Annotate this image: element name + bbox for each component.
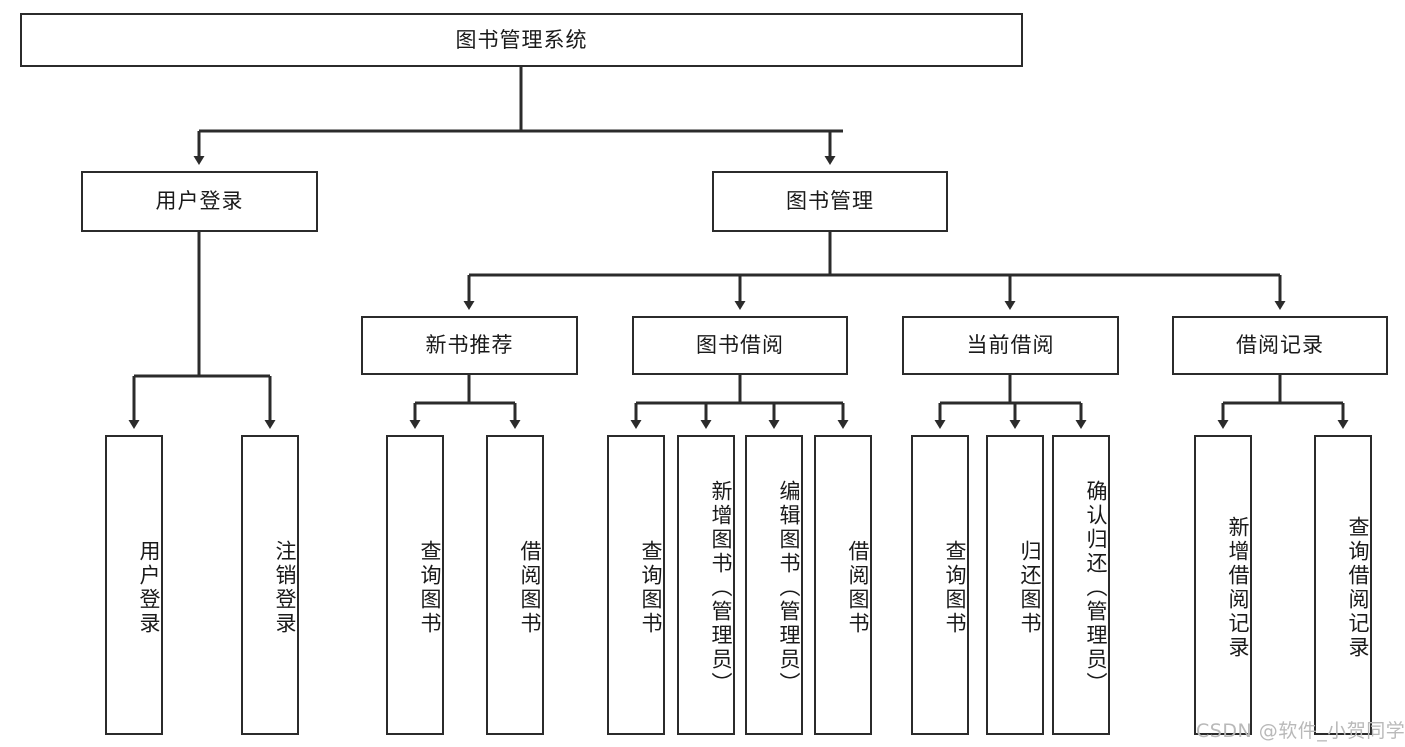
node-leaf-confirm-return[interactable]: 确认归还（管理员） <box>1052 435 1110 735</box>
node-leaf-borrow-book-recommend[interactable]: 借阅图书 <box>486 435 544 735</box>
node-borrow-record[interactable]: 借阅记录 <box>1172 316 1388 375</box>
node-root[interactable]: 图书管理系统 <box>20 13 1023 67</box>
node-leaf-add-book[interactable]: 新增图书（管理员） <box>677 435 735 735</box>
node-leaf-query-book-recommend[interactable]: 查询图书 <box>386 435 444 735</box>
node-leaf-user-login[interactable]: 用户登录 <box>105 435 163 735</box>
node-leaf-return-book[interactable]: 归还图书 <box>986 435 1044 735</box>
node-leaf-query-borrow-record-label: 查询借阅记录 <box>1346 516 1370 660</box>
node-new-book-recommend[interactable]: 新书推荐 <box>361 316 578 375</box>
node-leaf-edit-book-label: 编辑图书（管理员） <box>777 480 801 696</box>
node-leaf-add-borrow-record-label: 新增借阅记录 <box>1226 516 1250 660</box>
node-leaf-logout[interactable]: 注销登录 <box>241 435 299 735</box>
node-leaf-confirm-return-label: 确认归还（管理员） <box>1084 480 1108 696</box>
node-book-borrow-label: 图书借阅 <box>696 333 784 358</box>
node-leaf-query-borrow-record[interactable]: 查询借阅记录 <box>1314 435 1372 735</box>
node-leaf-add-borrow-record[interactable]: 新增借阅记录 <box>1194 435 1252 735</box>
node-leaf-query-book-current-label: 查询图书 <box>943 540 967 636</box>
node-new-book-recommend-label: 新书推荐 <box>425 333 514 358</box>
node-leaf-user-login-label: 用户登录 <box>137 540 161 636</box>
node-leaf-borrow-book-recommend-label: 借阅图书 <box>518 540 542 636</box>
node-book-management-label: 图书管理 <box>786 189 874 214</box>
node-borrow-record-label: 借阅记录 <box>1236 333 1324 358</box>
node-user-login[interactable]: 用户登录 <box>81 171 318 232</box>
node-leaf-borrow-book-label: 借阅图书 <box>846 540 870 636</box>
node-leaf-borrow-book[interactable]: 借阅图书 <box>814 435 872 735</box>
node-book-borrow[interactable]: 图书借阅 <box>632 316 848 375</box>
node-leaf-query-book-borrow[interactable]: 查询图书 <box>607 435 665 735</box>
node-leaf-query-book-current[interactable]: 查询图书 <box>911 435 969 735</box>
node-leaf-query-book-recommend-label: 查询图书 <box>418 540 442 636</box>
node-current-borrow-label: 当前借阅 <box>966 333 1055 358</box>
node-current-borrow[interactable]: 当前借阅 <box>902 316 1119 375</box>
node-leaf-return-book-label: 归还图书 <box>1018 540 1042 636</box>
node-root-label: 图书管理系统 <box>455 27 588 52</box>
node-leaf-logout-label: 注销登录 <box>273 540 297 636</box>
node-leaf-add-book-label: 新增图书（管理员） <box>709 480 733 696</box>
node-leaf-edit-book[interactable]: 编辑图书（管理员） <box>745 435 803 735</box>
node-leaf-query-book-borrow-label: 查询图书 <box>639 540 663 636</box>
node-user-login-label: 用户登录 <box>155 189 244 214</box>
node-book-management[interactable]: 图书管理 <box>712 171 948 232</box>
